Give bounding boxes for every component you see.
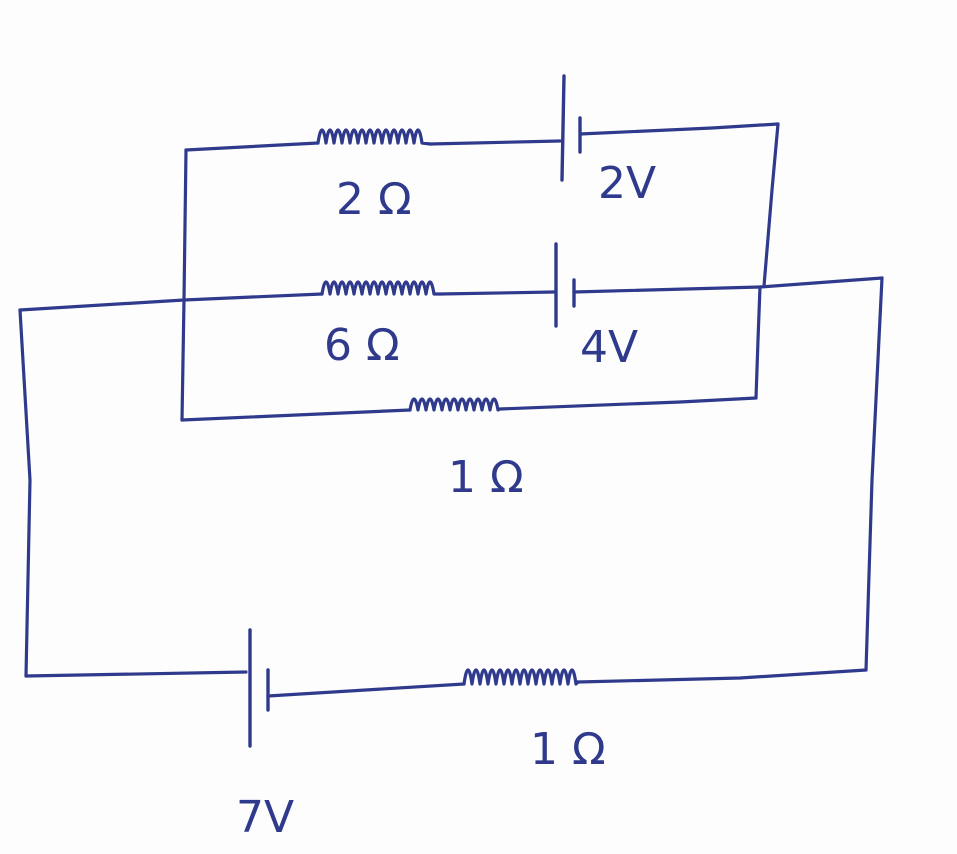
outer-wire-top-left <box>18 298 186 312</box>
resistor-1ohm-upper <box>408 397 502 412</box>
label-7v: 7V <box>236 792 294 843</box>
middle-branch: 6 Ω 4V <box>182 242 762 373</box>
lower-wire-right <box>498 396 758 411</box>
middle-wire-left <box>182 292 324 302</box>
label-1ohm-lower: 1 Ω <box>530 724 606 775</box>
outer-wire-left-vertical <box>18 308 32 678</box>
top-wire-right <box>578 122 780 136</box>
outer-loop: 7V 1 Ω <box>18 276 884 843</box>
lower-wire-left <box>180 408 412 422</box>
right-vertical-wire-top <box>762 122 780 288</box>
battery-4v <box>554 242 576 328</box>
outer-wire-bottom-left <box>24 670 248 678</box>
middle-wire-mid <box>438 290 556 296</box>
label-6ohm: 6 Ω <box>324 320 400 371</box>
top-branch: 2 Ω 2V <box>180 74 780 422</box>
battery-7v <box>248 628 270 748</box>
label-1ohm-upper: 1 Ω <box>448 452 524 503</box>
lower-branch: 1 Ω <box>180 285 762 503</box>
battery-2v <box>560 74 582 182</box>
outer-wire-right-vertical <box>864 276 884 672</box>
label-2v: 2V <box>598 158 656 209</box>
left-vertical-wire <box>180 148 188 422</box>
label-2ohm: 2 Ω <box>336 174 412 225</box>
resistor-1ohm-lower <box>462 668 580 686</box>
label-4v: 4V <box>580 322 638 373</box>
top-wire-mid <box>428 139 562 146</box>
resistor-2ohm <box>316 128 432 146</box>
outer-wire-bottom-mid <box>266 682 466 698</box>
outer-wire-top-right <box>758 276 884 289</box>
outer-wire-bottom-right <box>576 668 868 684</box>
middle-wire-right <box>572 285 762 294</box>
right-vertical-wire-lower <box>754 285 762 400</box>
top-wire-left <box>184 141 320 152</box>
resistor-6ohm <box>320 280 442 296</box>
